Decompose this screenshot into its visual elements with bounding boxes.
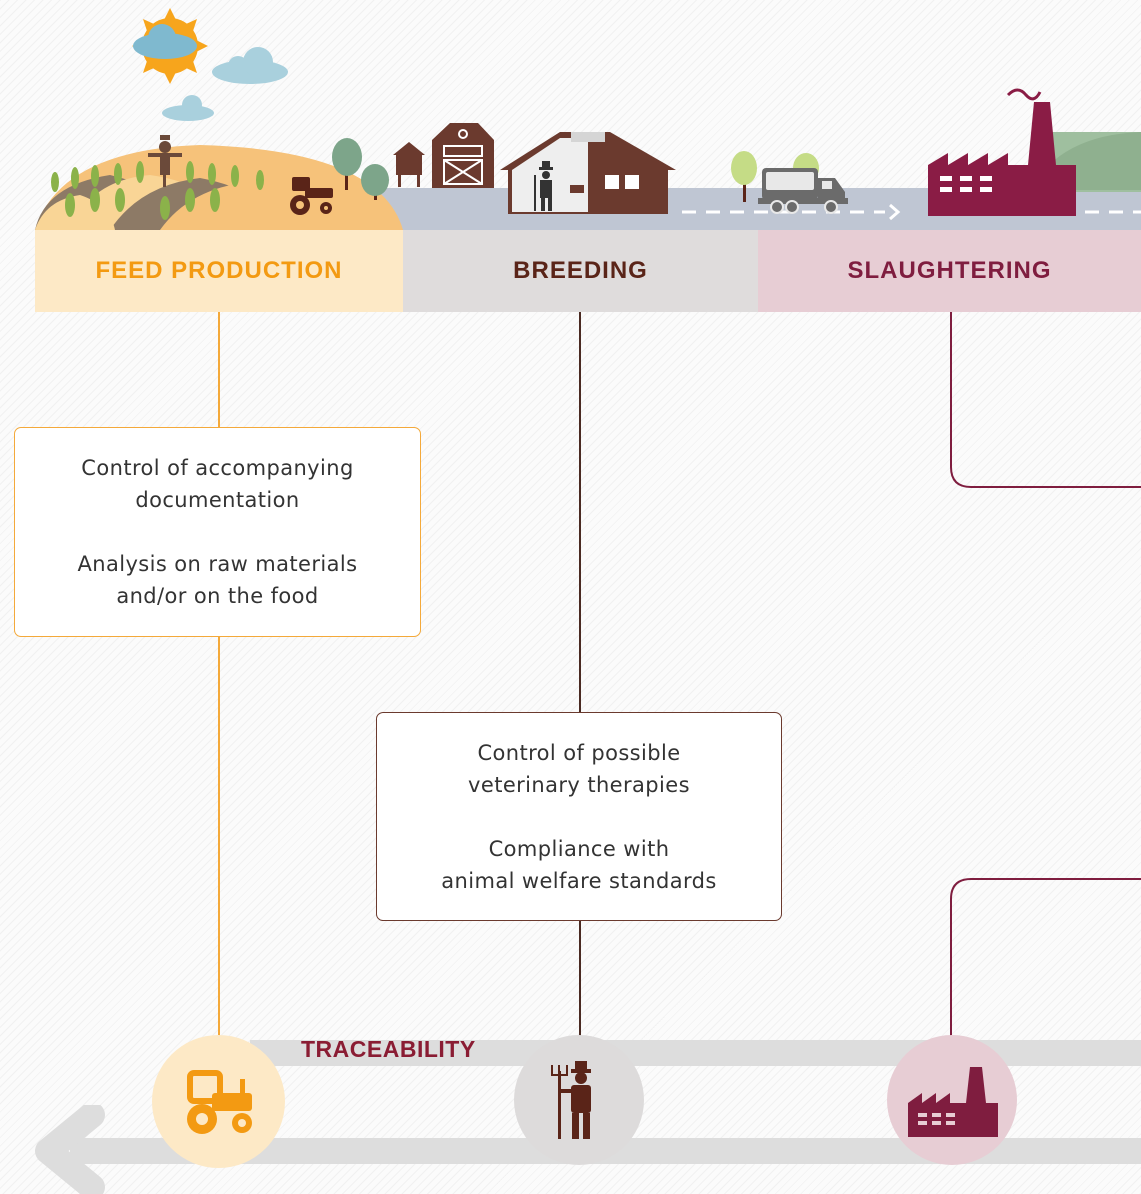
sun-icon bbox=[132, 8, 208, 84]
breeding-box-line: Compliance with bbox=[488, 836, 670, 861]
feed-box-line: Analysis on raw materials bbox=[77, 552, 358, 576]
feed-box-line: and/or on the food bbox=[116, 584, 319, 608]
landscape-illustration bbox=[35, 8, 1141, 230]
barn-icon bbox=[432, 123, 494, 188]
stable-building bbox=[500, 132, 676, 214]
breeding-box-line: animal welfare standards bbox=[441, 868, 717, 893]
traceability-label: TRACEABILITY bbox=[301, 1036, 476, 1062]
stage-slaughtering: SLAUGHTERING bbox=[758, 230, 1141, 312]
factory-icon bbox=[928, 88, 1076, 216]
stage-breeding: BREEDING bbox=[403, 230, 758, 312]
stage-feed-production: FEED PRODUCTION bbox=[35, 230, 403, 312]
feed-controls-box: Control of accompanying documentation An… bbox=[14, 427, 421, 637]
breeding-connector-bottom bbox=[579, 921, 581, 1039]
cloud-icon bbox=[162, 47, 288, 121]
feed-box-line: documentation bbox=[135, 488, 300, 512]
breeding-connector-top bbox=[579, 312, 581, 712]
slaughtering-connectors bbox=[950, 312, 1141, 1042]
tractor-icon bbox=[290, 177, 333, 215]
feed-box-line: Control of accompanying bbox=[81, 456, 354, 480]
truck-icon bbox=[758, 168, 848, 214]
tractor-icon bbox=[186, 1069, 252, 1134]
farmer-icon bbox=[534, 161, 553, 211]
breeding-box-line: veterinary therapies bbox=[468, 772, 690, 797]
silo-icon bbox=[393, 142, 425, 187]
breeding-controls-box: Control of possible veterinary therapies… bbox=[376, 712, 782, 921]
corn-plants bbox=[51, 161, 264, 220]
feed-connector-bottom bbox=[218, 637, 220, 1037]
farmer-icon bbox=[551, 1061, 591, 1139]
breeding-circle bbox=[514, 1035, 644, 1165]
factory-icon bbox=[908, 1067, 998, 1137]
slaughtering-circle bbox=[887, 1035, 1017, 1165]
field bbox=[35, 145, 403, 230]
breeding-box-line: Control of possible bbox=[477, 740, 681, 765]
feed-production-circle bbox=[152, 1035, 285, 1168]
scarecrow-icon bbox=[148, 135, 182, 187]
feed-connector-top bbox=[218, 312, 220, 427]
